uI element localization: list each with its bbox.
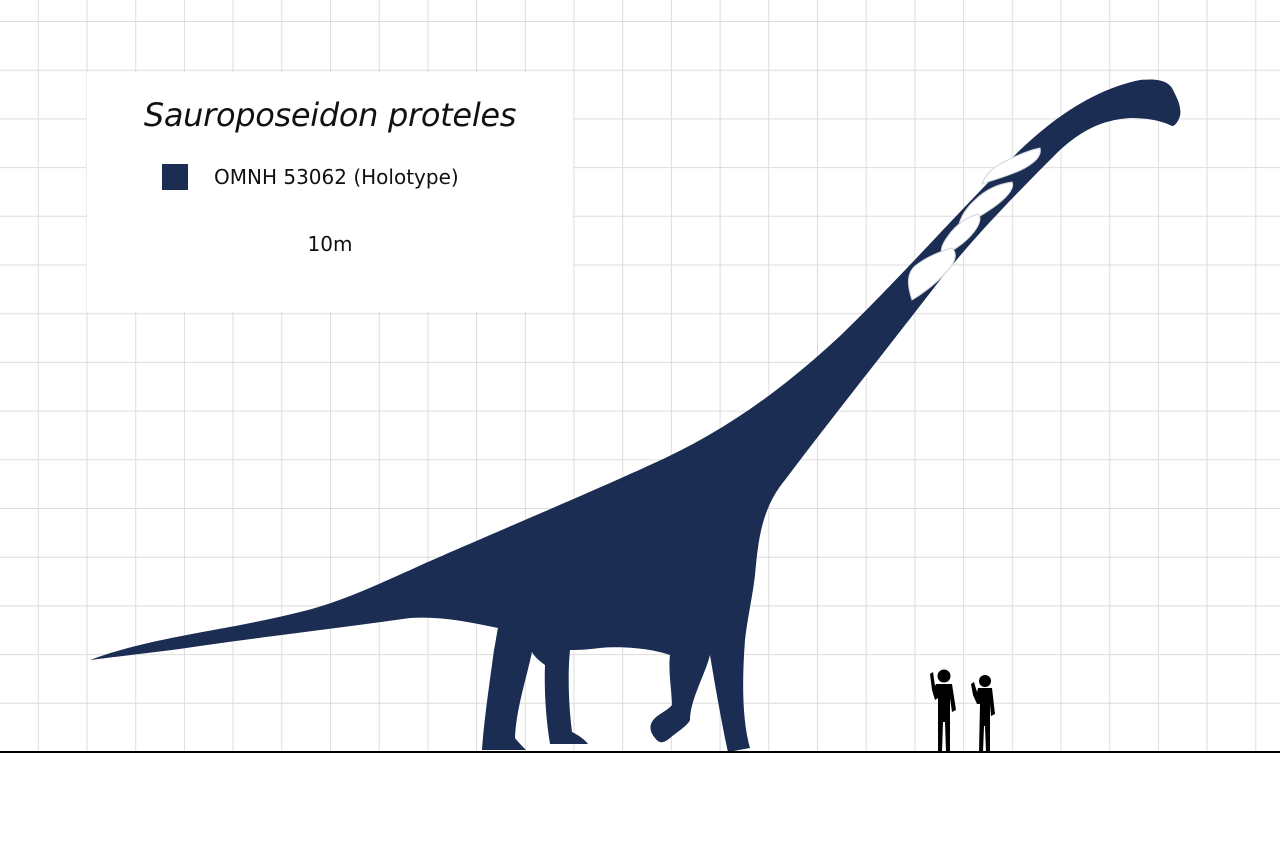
- vertebra-1: [981, 147, 1041, 185]
- legend-color-swatch: [162, 164, 188, 190]
- vertebra-4: [907, 247, 956, 301]
- sauropod-silhouette: [90, 79, 1181, 753]
- legend-panel: [87, 72, 573, 312]
- legend-item: OMNH 53062 (Holotype): [162, 164, 459, 190]
- legend-label: OMNH 53062 (Holotype): [214, 165, 459, 189]
- human-female-figure: [971, 675, 995, 752]
- scale-bar-label: 10m: [307, 232, 353, 256]
- human-male-figure: [930, 669, 956, 752]
- species-title: Sauroposeidon proteles: [143, 96, 517, 134]
- holotype-vertebrae: [907, 147, 1041, 301]
- human-silhouettes: [930, 669, 995, 752]
